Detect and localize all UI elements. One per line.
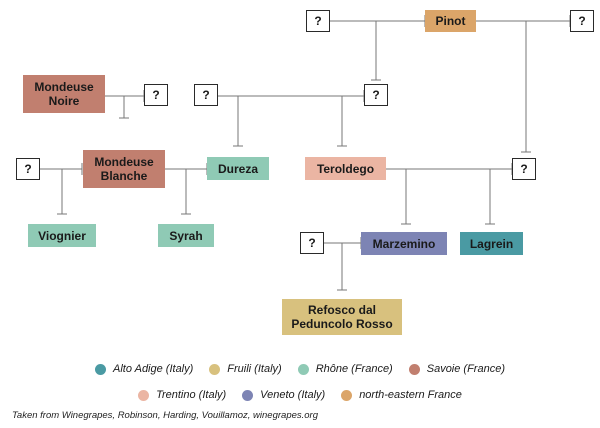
legend-dot (341, 389, 353, 401)
legend-dot (297, 363, 309, 375)
refosco-node: Refosco dal Peduncolo Rosso (282, 299, 402, 335)
legend-label: Alto Adige (Italy) (113, 363, 194, 375)
legend-dot (95, 363, 106, 375)
unknown-parent-node: ? (364, 84, 388, 106)
viognier-node: Viognier (28, 224, 96, 247)
teroldego-node: Teroldego (305, 157, 386, 180)
unknown-parent-node: ? (300, 232, 324, 254)
mondeuse-blanche-node: Mondeuse Blanche (83, 150, 165, 188)
legend-dot (408, 363, 420, 375)
legend-row-1: Alto Adige (Italy) Fruili (Italy) Rhône … (0, 363, 600, 375)
connector (386, 163, 513, 225)
unknown-parent-node: ? (306, 10, 330, 32)
unknown-parent-node: ? (570, 10, 594, 32)
legend-item: Fruili (Italy) (209, 363, 282, 375)
legend-item: Veneto (Italy) (242, 389, 325, 401)
legend-item: Alto Adige (Italy) (95, 363, 193, 375)
legend-label: Trentino (Italy) (156, 389, 227, 401)
pinot-node: Pinot (425, 10, 476, 32)
connector (371, 21, 531, 153)
legend-item: Rhône (France) (297, 363, 393, 375)
legend-label: Veneto (Italy) (260, 389, 326, 401)
mondeuse-noire-node: Mondeuse Noire (23, 75, 105, 113)
connector (165, 163, 208, 215)
unknown-parent-node: ? (16, 158, 40, 180)
legend-dot (138, 389, 150, 401)
legend-label: Fruili (Italy) (227, 363, 282, 375)
legend-dot (242, 389, 254, 401)
legend-label: Savoie (France) (426, 363, 505, 375)
legend-label: north-eastern France (359, 389, 462, 401)
lagrein-node: Lagrein (460, 232, 523, 255)
dureza-node: Dureza (207, 157, 269, 180)
source-credit: Taken from Winegrapes, Robinson, Harding… (12, 410, 319, 421)
unknown-parent-node: ? (512, 158, 536, 180)
legend-item: Savoie (France) (408, 363, 505, 375)
connector (40, 163, 83, 215)
connector (324, 237, 362, 291)
unknown-parent-node: ? (194, 84, 218, 106)
connector (218, 90, 365, 147)
unknown-parent-node: ? (144, 84, 168, 106)
legend-dot (209, 363, 221, 375)
connector (105, 90, 145, 119)
legend-item: north-eastern France (341, 389, 462, 401)
syrah-node: Syrah (158, 224, 214, 247)
marzemino-node: Marzemino (361, 232, 447, 255)
legend-row-2: Trentino (Italy) Veneto (Italy) north-ea… (0, 389, 600, 401)
legend-item: Trentino (Italy) (138, 389, 226, 401)
legend-label: Rhône (France) (315, 363, 393, 375)
